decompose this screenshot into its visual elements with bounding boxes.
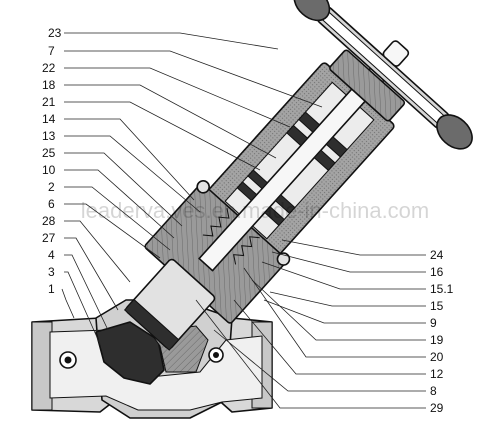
label-4: 4: [48, 248, 55, 262]
label-24: 24: [430, 248, 444, 262]
valve-body: [31, 299, 273, 419]
label-27: 27: [42, 231, 56, 245]
label-2: 2: [48, 180, 55, 194]
label-15-1: 15.1: [430, 282, 454, 296]
label-20: 20: [430, 350, 444, 364]
label-28: 28: [42, 214, 56, 228]
label-25: 25: [42, 146, 56, 160]
label-15: 15: [430, 299, 444, 313]
label-6: 6: [48, 197, 55, 211]
label-29: 29: [430, 401, 444, 415]
label-16: 16: [430, 265, 444, 279]
label-23: 23: [48, 26, 62, 40]
label-19: 19: [430, 333, 444, 347]
label-7: 7: [48, 44, 55, 58]
watermark-text: leaderva.ves.en.made-in-china.com: [81, 198, 430, 223]
label-9: 9: [430, 316, 437, 330]
label-1: 1: [48, 282, 55, 296]
label-8: 8: [430, 384, 437, 398]
callouts-left: 23 7 22 18 21 14 13 25 10 2 6 28 27 4 3 …: [42, 26, 323, 345]
label-14: 14: [42, 112, 56, 126]
label-3: 3: [48, 265, 55, 279]
label-22: 22: [42, 61, 56, 75]
label-10: 10: [42, 163, 56, 177]
label-18: 18: [42, 78, 56, 92]
bonnet-assembly: [123, 0, 473, 351]
label-13: 13: [42, 129, 56, 143]
callouts-right: 24 16 15.1 15 9 19 20 12 8 29: [195, 239, 454, 415]
label-12: 12: [430, 367, 444, 381]
label-21: 21: [42, 95, 56, 109]
